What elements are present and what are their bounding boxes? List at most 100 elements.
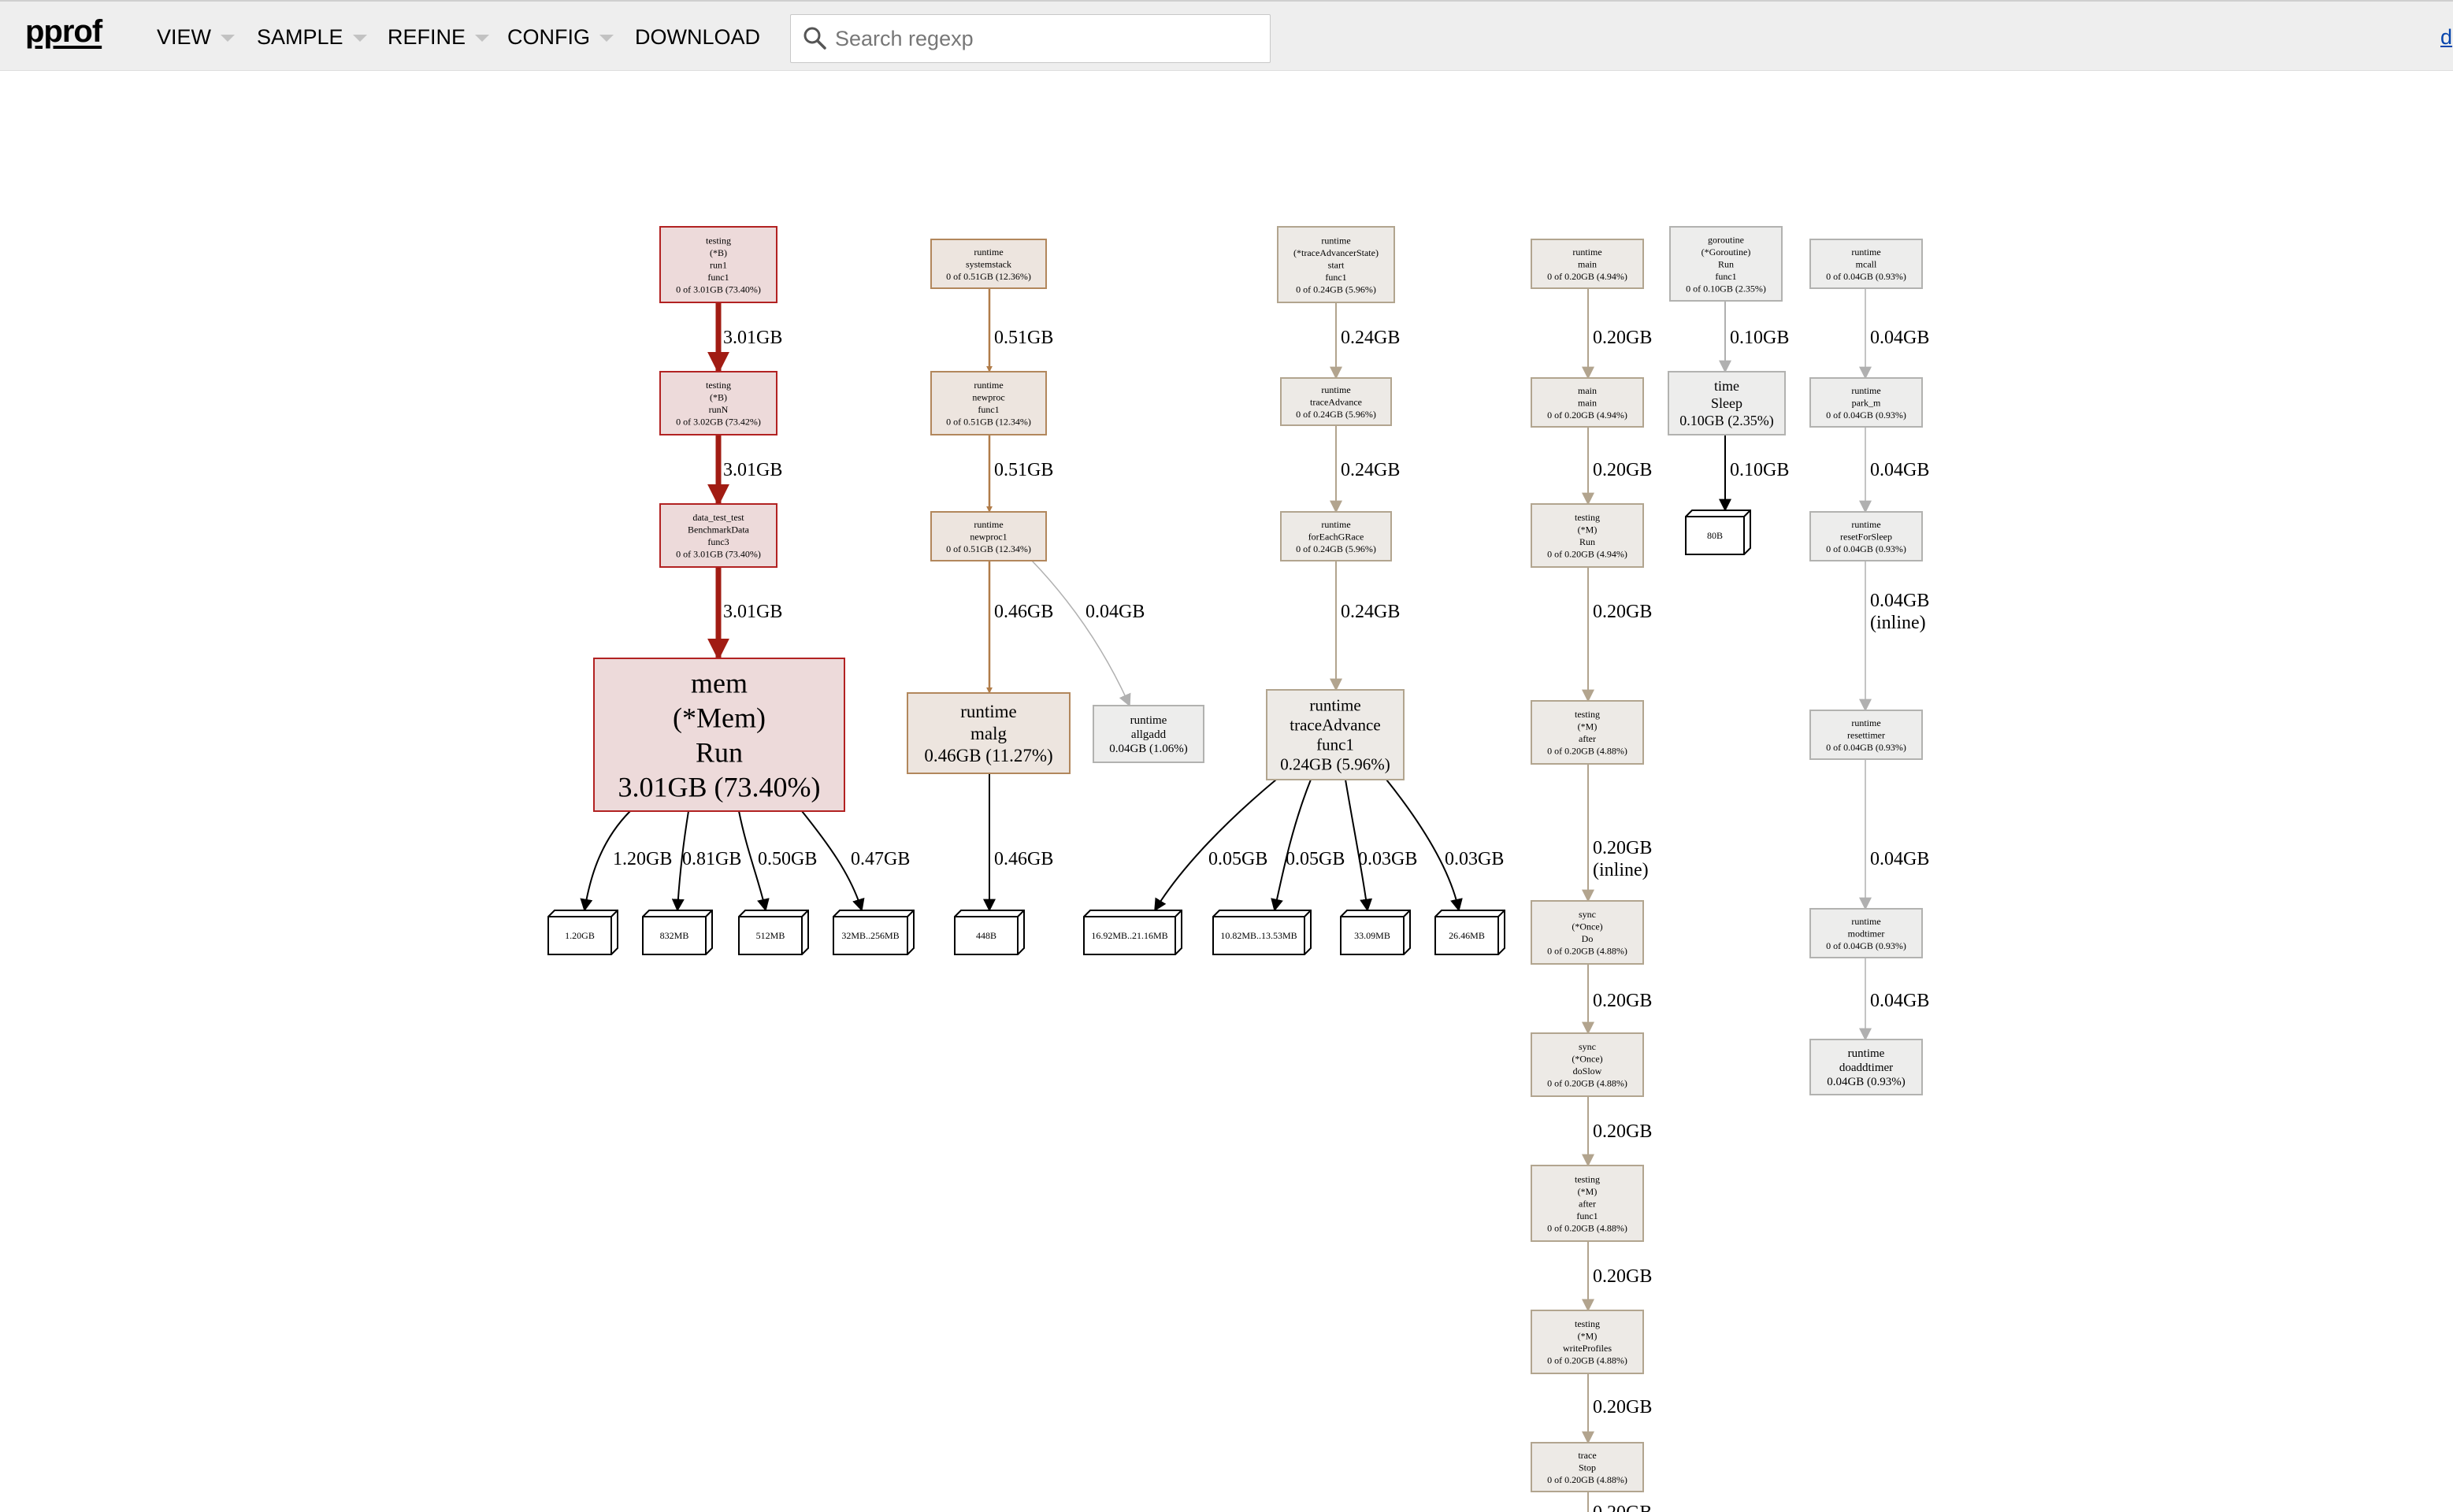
pprof-logo[interactable]: pprof (25, 14, 102, 49)
graph-edge[interactable]: 0.24GB (1330, 302, 1400, 380)
graph-edge[interactable]: 3.01GB (707, 302, 782, 374)
menu-config[interactable]: CONFIG (507, 25, 614, 50)
graph-edge[interactable]: 0.10GB (1719, 435, 1789, 512)
chevron-down-icon (599, 35, 614, 43)
graph-edge[interactable]: 0.03GB (1386, 779, 1504, 912)
graph-edge[interactable]: 0.46GB (986, 561, 1053, 694)
graph-edge[interactable]: 0.10GB (1719, 301, 1789, 373)
node-box (1809, 908, 1923, 958)
graph-edge[interactable]: 3.01GB (707, 567, 782, 661)
graph-edge[interactable]: 0.46GB (983, 773, 1053, 912)
node-label: 0 of 0.04GB (0.93%) (1826, 410, 1906, 421)
alloc-box[interactable]: 10.82MB..13.53MB (1212, 910, 1312, 955)
graph-edge[interactable]: 3.01GB (707, 435, 782, 506)
alloc-box-shape (954, 910, 1025, 955)
alloc-box[interactable]: 1.20GB (547, 910, 618, 955)
graph-edge[interactable]: 0.20GB (1582, 1373, 1652, 1444)
graph-edge[interactable]: 0.04GB (1859, 427, 1929, 513)
search-box[interactable] (790, 14, 1271, 63)
graph-edge[interactable]: 0.20GB (1582, 567, 1652, 702)
node-label: func1 (1715, 271, 1736, 282)
graph-edge[interactable]: 0.04GB (1859, 958, 1929, 1041)
alloc-box[interactable]: 16.92MB..21.16MB (1083, 910, 1182, 955)
graph-edge[interactable]: 0.05GB (1154, 779, 1277, 912)
right-link[interactable]: d (2440, 25, 2453, 49)
graph-edge[interactable]: 0.20GB (1582, 288, 1652, 380)
graph-edge[interactable]: 0.50GB (738, 810, 817, 912)
graph-edge[interactable]: 0.51GB (986, 435, 1053, 513)
graph-edge[interactable]: 0.20GB (1587, 1492, 1652, 1512)
alloc-box[interactable]: 80B (1685, 510, 1751, 555)
alloc-box[interactable]: 33.09MB (1340, 910, 1411, 955)
node-box (1531, 377, 1644, 428)
graph-node[interactable]: runtime(*traceAdvancerState)startfunc10 … (1277, 226, 1395, 303)
alloc-box[interactable]: 26.46MB (1434, 910, 1505, 955)
graph-node[interactable]: sync(*Once)Do0 of 0.20GB (4.88%) (1531, 900, 1644, 965)
node-label: testing (1575, 1318, 1600, 1329)
node-label: runtime (1309, 696, 1360, 715)
graph-edge[interactable]: 0.03GB (1345, 779, 1417, 912)
node-label: func1 (707, 272, 729, 283)
alloc-box[interactable]: 448B (954, 910, 1025, 955)
graph-edge[interactable]: 0.20GB (1582, 1241, 1652, 1312)
search-input[interactable] (833, 23, 1262, 54)
graph-edge[interactable]: 0.05GB (1271, 779, 1345, 912)
alloc-box[interactable]: 512MB (738, 910, 809, 955)
graph-edge[interactable]: 0.24GB (1330, 561, 1400, 691)
node-label: 0.46GB (11.27%) (924, 746, 1052, 765)
alloc-box[interactable]: 832MB (642, 910, 713, 955)
graph-edge[interactable]: 0.04GB (1031, 560, 1145, 707)
graph-edge[interactable]: 0.20GB(inline) (1582, 764, 1652, 902)
graph-edge[interactable]: 0.04GB(inline) (1859, 561, 1929, 712)
node-label: func1 (1576, 1210, 1598, 1221)
menu-download[interactable]: DOWNLOAD (635, 25, 760, 50)
graph-edge[interactable]: 0.24GB (1330, 425, 1400, 513)
graph-edge[interactable]: 0.81GB (671, 810, 741, 912)
node-label: runN (709, 404, 729, 415)
node-label: modtimer (1848, 928, 1885, 939)
graph-edge[interactable]: 1.20GB (580, 810, 672, 912)
alloc-box[interactable]: 32MB..256MB (833, 910, 915, 955)
graph-edge[interactable]: 0.20GB (1582, 964, 1652, 1035)
menu-view[interactable]: VIEW (157, 25, 236, 50)
node-label: newproc (972, 392, 1004, 403)
graph-edge[interactable]: 0.04GB (1859, 288, 1929, 380)
graph-edge[interactable]: 0.20GB (1582, 1096, 1652, 1167)
graph-edge[interactable]: 0.47GB (801, 810, 910, 912)
graph-edge[interactable]: 0.04GB (1859, 759, 1929, 910)
graph-edge[interactable]: 0.51GB (986, 288, 1053, 372)
graph-edge[interactable]: 0.20GB (1582, 427, 1652, 506)
node-label: (*B) (710, 247, 727, 258)
node-label: testing (706, 380, 731, 391)
menu-refine[interactable]: REFINE (388, 25, 490, 50)
menu-sample[interactable]: SAMPLE (257, 25, 367, 50)
